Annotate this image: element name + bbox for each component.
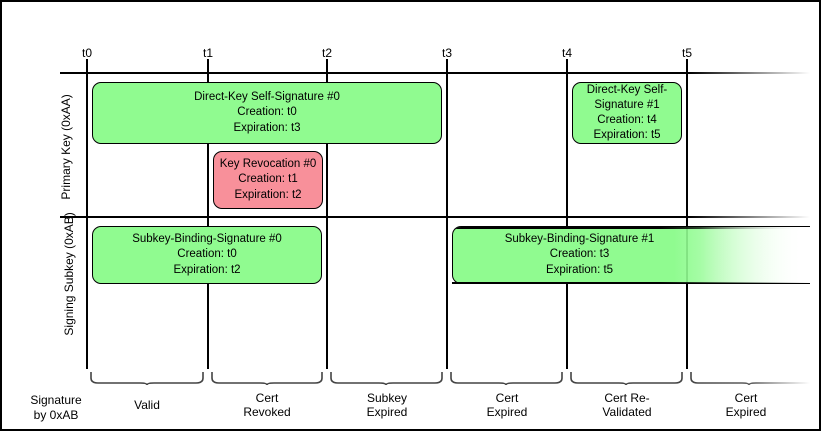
signature-expiration: Expiration: t5 [545, 263, 614, 276]
axis-line-top [60, 72, 810, 74]
signature-creation: Creation: t0 [177, 248, 237, 261]
signature-title: Subkey-Binding-Signature #1 [504, 233, 655, 246]
brace-segment-cert-expired-2 [690, 372, 810, 385]
row-label-primary-key: Primary Key (0xAA) [59, 94, 74, 200]
signature-creation: Creation: t3 [549, 248, 610, 261]
signature-box-key-revocation-0[interactable]: Key Revocation #0 Creation: t1 Expiratio… [213, 151, 323, 209]
tick-label-t5: t5 [681, 46, 693, 60]
footer-corner-label: Signature by 0xAB [30, 393, 82, 422]
signature-title: Direct-Key Self-Signature #0 [194, 91, 340, 104]
tick-label-t0: t0 [81, 46, 93, 60]
time-gridline-t4 [566, 59, 568, 369]
brace-segment-valid [90, 372, 204, 385]
signature-box-subkey-binding-signature-0[interactable]: Subkey-Binding-Signature #0 Creation: t0… [92, 226, 322, 284]
tick-label-t3: t3 [441, 46, 453, 60]
segment-label-cert-expired-first: Cert Expired [486, 391, 528, 420]
segment-label-valid: Valid [134, 398, 160, 412]
segment-label-subkey-expired: Subkey Expired [366, 391, 408, 420]
tick-label-t2: t2 [321, 46, 333, 60]
segment-label-cert-revoked: Cert Revoked [243, 391, 291, 420]
axis-line-row-divider [60, 216, 810, 218]
time-gridline-t3 [446, 59, 448, 369]
segment-label-cert-revalidated: Cert Re- Validated [602, 391, 652, 420]
signature-expiration: Expiration: t3 [233, 121, 301, 134]
signature-title: Direct-Key Self-Signature #1 [586, 83, 668, 111]
signature-title: Subkey-Binding-Signature #0 [132, 233, 282, 246]
signature-creation: Creation: t0 [237, 106, 297, 119]
time-gridline-t1 [207, 59, 209, 369]
brace-segment-subkey-expired [330, 372, 443, 385]
signature-creation: Creation: t1 [238, 173, 298, 186]
signature-expiration: Expiration: t2 [173, 263, 241, 276]
time-gridline-t0 [86, 59, 88, 369]
signature-expiration: Expiration: t2 [234, 188, 302, 201]
signature-box-direct-key-self-signature-1[interactable]: Direct-Key Self-Signature #1 Creation: t… [572, 82, 682, 144]
signature-title: Key Revocation #0 [219, 158, 317, 171]
time-gridline-t2 [326, 59, 328, 369]
segment-label-cert-expired-second: Cert Expired [725, 391, 767, 420]
signature-creation: Creation: t4 [597, 114, 657, 126]
signature-expiration: Expiration: t5 [593, 129, 661, 142]
tick-label-t1: t1 [202, 46, 214, 60]
tick-label-t4: t4 [561, 46, 573, 60]
row-label-signing-subkey: Signing Subkey (0xAB) [62, 212, 77, 336]
brace-segment-cert-revoked [211, 372, 323, 385]
brace-segment-cert-revalidated [570, 372, 683, 385]
signature-box-direct-key-self-signature-0[interactable]: Direct-Key Self-Signature #0 Creation: t… [92, 82, 442, 144]
signature-box-subkey-binding-signature-1[interactable]: Subkey-Binding-Signature #1 Creation: t3… [452, 226, 810, 284]
time-gridline-t5 [686, 59, 688, 369]
brace-segment-cert-expired-1 [450, 372, 563, 385]
